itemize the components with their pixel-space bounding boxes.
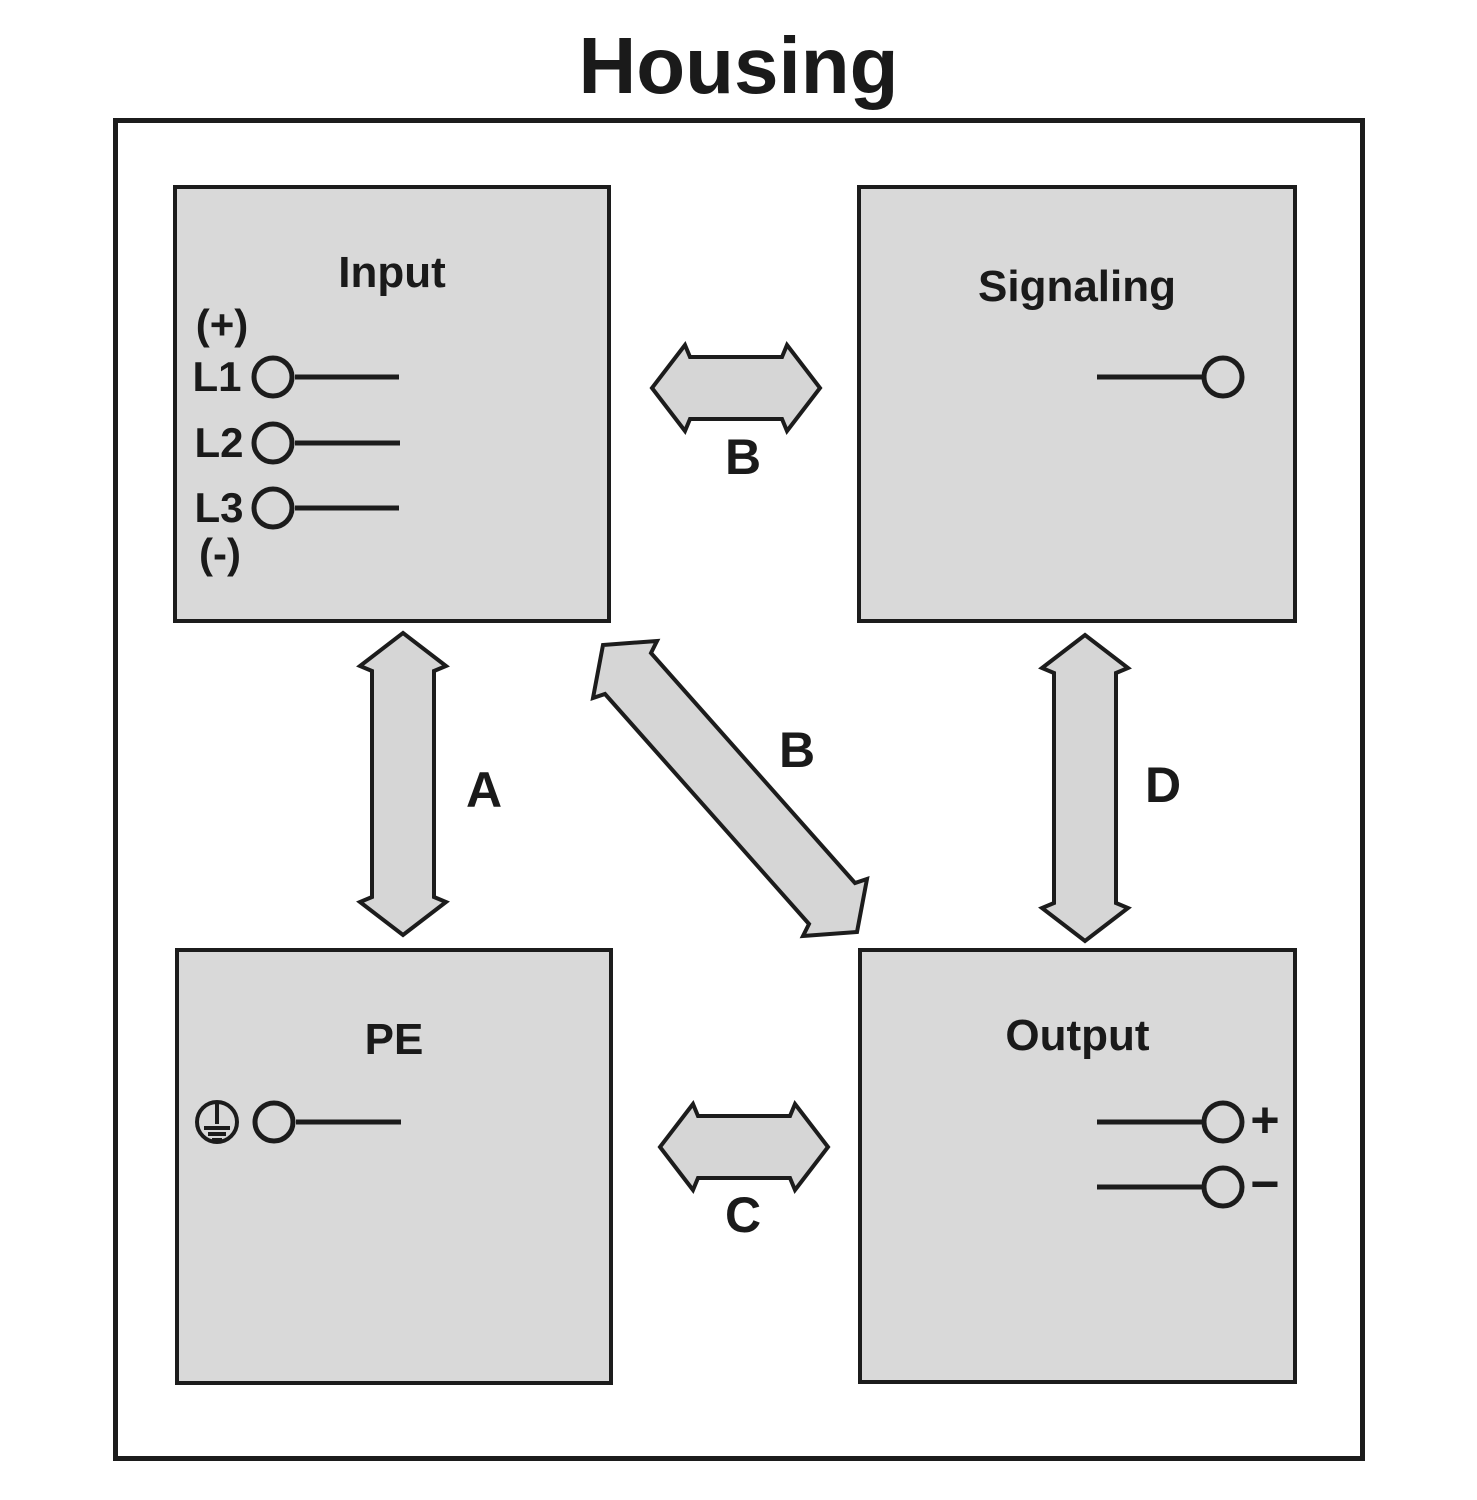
signaling-box-title: Signaling xyxy=(978,262,1176,311)
arrow-c-label: C xyxy=(724,1187,762,1243)
output-plus-label: + xyxy=(1250,1092,1280,1148)
input-box-title: Input xyxy=(338,248,446,297)
arrow-b-diagonal-label: B xyxy=(778,722,816,778)
input-minus-label: (-) xyxy=(199,530,241,577)
input-box: Input xyxy=(173,185,611,623)
pe-box: PE xyxy=(175,948,613,1385)
input-l1-label: L1 xyxy=(192,353,242,400)
page-title: Housing xyxy=(578,21,899,110)
output-box: Output xyxy=(858,948,1297,1384)
arrow-b-horizontal-label: B xyxy=(724,429,762,485)
pe-box-title: PE xyxy=(364,1015,424,1064)
output-box-title: Output xyxy=(1005,1011,1150,1060)
input-l2-label: L2 xyxy=(194,419,244,466)
output-minus-label: − xyxy=(1250,1156,1280,1212)
arrow-d-label: D xyxy=(1144,757,1182,813)
arrow-a-label: A xyxy=(465,762,503,818)
housing-outline xyxy=(113,118,1365,1461)
input-plus-label: (+) xyxy=(195,301,249,348)
input-l3-label: L3 xyxy=(194,484,244,531)
signaling-box: Signaling xyxy=(857,185,1297,623)
